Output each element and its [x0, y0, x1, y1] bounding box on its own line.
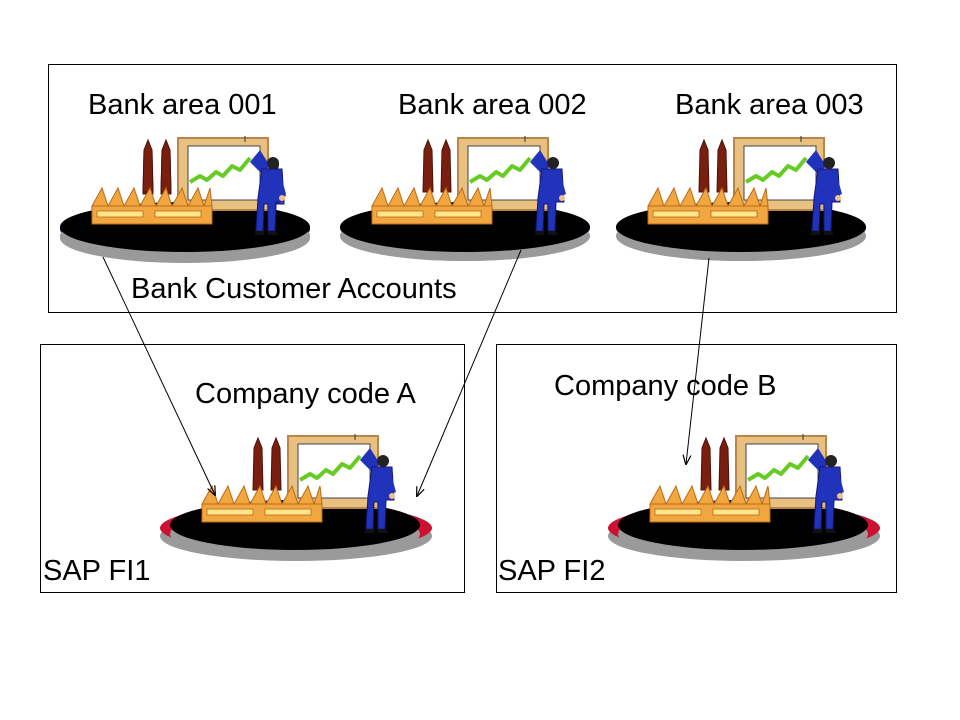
company-code-b-scene-icon: [608, 432, 880, 561]
company-code-a-scene-icon: [160, 432, 432, 561]
arrow-bank-003-to-company-b: [686, 257, 710, 464]
sap-fi2-label: SAP FI2: [498, 555, 606, 587]
bank-area-003-scene-icon: [614, 134, 868, 263]
bank-area-001-label: Bank area 001: [88, 89, 277, 121]
company-code-a-label: Company code A: [195, 378, 416, 410]
company-code-b-label: Company code B: [554, 370, 777, 402]
bank-area-002-scene-icon: [338, 134, 592, 263]
arrow-bank-001-to-company-a: [102, 256, 215, 495]
arrow-bank-002-to-company-a: [417, 249, 522, 496]
bank-area-002-label: Bank area 002: [398, 89, 587, 121]
bank-area-003-label: Bank area 003: [675, 89, 864, 121]
sap-fi1-label: SAP FI1: [43, 555, 151, 587]
bank-customer-accounts-label: Bank Customer Accounts: [131, 273, 457, 305]
bank-area-001-scene-icon: [58, 134, 312, 263]
